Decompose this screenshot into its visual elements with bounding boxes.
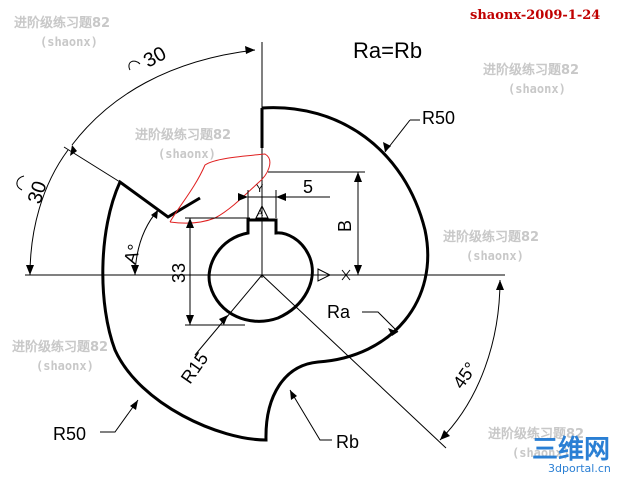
dim-height-33: 33 <box>169 263 189 283</box>
watermark-line2: (shaonx) <box>40 35 98 49</box>
dim-radius-rb: Rb <box>336 432 359 452</box>
watermark-group: 进阶级练习题82 (shaonx) 进阶级练习题82 (shaonx) 进阶级练… <box>12 15 584 460</box>
arrowhead <box>354 172 362 182</box>
arrowhead <box>245 46 255 54</box>
arrowhead <box>151 210 158 219</box>
watermark-line2: (shaonx) <box>508 82 566 96</box>
arrowhead <box>388 328 398 336</box>
arc-symbol-top <box>128 60 141 71</box>
logo-url: 3dportal.cn <box>548 462 611 475</box>
logo-main-text: 三维网 <box>532 434 610 465</box>
arrowhead <box>383 142 391 152</box>
formula-label: Ra=Rb <box>353 38 422 63</box>
watermark-line1: 进阶级练习题82 <box>12 339 108 355</box>
site-logo: 三维网 3dportal.cn <box>532 434 611 475</box>
author-tag: shaonx-2009-1-24 <box>470 8 600 23</box>
dim-width-5: 5 <box>303 177 313 197</box>
dim-radius-ra: Ra <box>327 302 351 322</box>
ucs-label-a: A <box>257 208 263 218</box>
watermark-line2: (shaonx) <box>158 147 216 161</box>
dim-arc-top <box>71 49 256 146</box>
watermark-line2: (shaonx) <box>466 249 524 263</box>
arrowhead <box>26 265 34 275</box>
arrowhead <box>290 390 297 400</box>
cam-outline <box>101 106 430 442</box>
arrowhead <box>276 193 286 201</box>
arrowhead <box>186 218 194 228</box>
arrowhead <box>440 430 450 440</box>
watermark-line2: (shaonx) <box>512 446 570 460</box>
dim-radius-r15: R15 <box>177 349 212 388</box>
leader-rb <box>289 389 332 441</box>
ucs-icon <box>255 204 351 282</box>
watermark-line1: 进阶级练习题82 <box>443 229 539 245</box>
dim-angle-top: 30 <box>140 43 170 73</box>
ucs-y-arrow <box>255 204 269 219</box>
watermark-line1: 进阶级练习题82 <box>488 426 584 442</box>
arrowhead <box>186 315 194 325</box>
arc-symbol-left <box>16 175 25 191</box>
arrowhead <box>238 193 248 201</box>
arrowhead <box>496 280 504 290</box>
watermark-line1: 进阶级练习题82 <box>483 62 579 78</box>
ucs-x-mark <box>341 269 351 281</box>
ucs-x-arrow <box>317 268 332 282</box>
dim-arc-45 <box>439 279 501 441</box>
arrowhead <box>219 315 228 325</box>
leader-r15 <box>194 274 263 356</box>
arrowhead <box>70 145 77 156</box>
dim-angle-left: 30 <box>24 179 52 207</box>
ucs-label-y: Y <box>256 183 264 195</box>
leader-r50-bottom <box>100 399 139 433</box>
watermark-line2: (shaonx) <box>36 359 94 373</box>
bore-with-keyway <box>207 218 314 323</box>
arrowhead <box>130 400 138 410</box>
arrowhead <box>354 265 362 275</box>
arrowhead <box>131 265 139 275</box>
watermark-line1: 进阶级练习题82 <box>14 15 110 31</box>
watermark-line1: 进阶级练习题82 <box>135 127 231 143</box>
dim-arc-left <box>29 149 69 276</box>
dim-radius-r50-bottom: R50 <box>53 424 86 444</box>
dim-angle-a: A° <box>120 242 145 266</box>
center-lines <box>25 42 505 449</box>
sketch-curve <box>169 153 271 224</box>
dim-height-b: B <box>335 220 355 232</box>
dim-angle-45: 45° <box>449 359 481 393</box>
diagonal-centerline-45 <box>261 274 447 449</box>
dim-radius-r50-top: R50 <box>422 108 455 128</box>
arrowheads <box>26 46 504 440</box>
leader-ra <box>362 311 399 333</box>
